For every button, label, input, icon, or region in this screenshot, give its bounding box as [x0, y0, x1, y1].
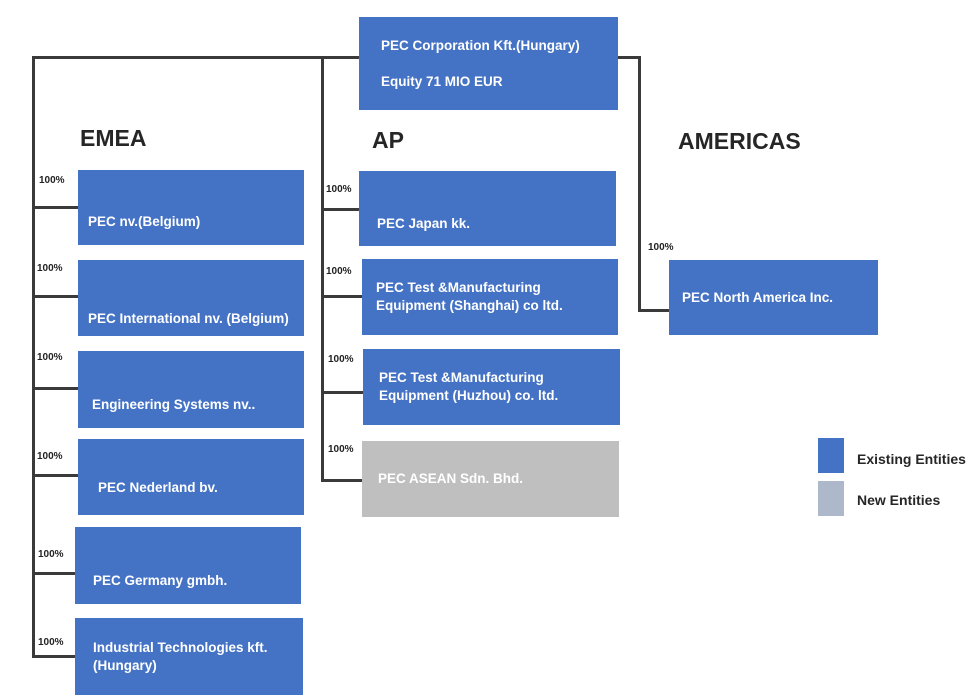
- ownership-label: 100%: [328, 444, 354, 455]
- connector-emea-branch-5: [32, 572, 75, 575]
- entity-box-industrial-technologies: Industrial Technologies kft. (Hungary): [75, 618, 303, 695]
- connector-americas-branch: [638, 309, 670, 312]
- connector-ap-branch-4: [321, 479, 362, 482]
- ownership-label: 100%: [37, 263, 63, 274]
- ownership-label: 100%: [37, 451, 63, 462]
- entity-box-pec-huzhou: PEC Test &Manufacturing Equipment (Huzho…: [363, 349, 620, 425]
- entity-box-pec-international-belgium: PEC International nv. (Belgium): [78, 260, 304, 336]
- connector-ap-branch-3: [321, 391, 363, 394]
- entity-box-pec-germany: PEC Germany gmbh.: [75, 527, 301, 604]
- legend-label-existing: Existing Entities: [857, 451, 966, 467]
- connector-top: [33, 56, 360, 59]
- entity-name: PEC Japan kk.: [377, 215, 471, 231]
- connector-americas-vertical: [638, 56, 641, 312]
- entity-name: PEC ASEAN Sdn. Bhd.: [378, 471, 524, 486]
- connector-emea-branch-3: [32, 387, 78, 390]
- entity-name: PEC North America Inc.: [682, 289, 834, 305]
- ownership-label: 100%: [648, 242, 674, 253]
- ownership-label: 100%: [326, 184, 352, 195]
- ownership-label: 100%: [38, 549, 64, 560]
- root-entity-equity: Equity 71 MIO EUR: [381, 73, 503, 89]
- entity-name: Engineering Systems nv..: [92, 396, 256, 412]
- root-entity-box: PEC Corporation Kft.(Hungary) Equity 71 …: [359, 17, 618, 110]
- entity-name: Industrial Technologies kft. (Hungary): [93, 639, 268, 673]
- entity-name: PEC Germany gmbh.: [93, 572, 228, 588]
- ownership-label: 100%: [39, 175, 65, 186]
- entity-name: PEC nv.(Belgium): [88, 213, 201, 229]
- legend-swatch-new: [818, 481, 844, 516]
- connector-emea-branch-2: [32, 295, 78, 298]
- connector-emea-branch-4: [32, 474, 78, 477]
- entity-box-pec-nederland: PEC Nederland bv.: [78, 439, 304, 515]
- connector-emea-branch-1: [32, 206, 78, 209]
- connector-emea-branch-6: [32, 655, 75, 658]
- entity-box-pec-shanghai: PEC Test &Manufacturing Equipment (Shang…: [362, 259, 618, 335]
- entity-name: PEC Test &Manufacturing Equipment (Huzho…: [379, 370, 559, 403]
- connector-ap-branch-2: [321, 295, 362, 298]
- legend-label-new: New Entities: [857, 492, 941, 508]
- entity-box-pec-north-america: PEC North America Inc.: [669, 260, 878, 335]
- entity-box-pec-belgium: PEC nv.(Belgium): [78, 170, 304, 245]
- entity-name: PEC International nv. (Belgium): [88, 311, 289, 326]
- connector-ap-branch-1: [321, 208, 359, 211]
- legend-swatch-existing: [818, 438, 844, 473]
- connector-top-right: [618, 56, 640, 59]
- entity-box-pec-asean: PEC ASEAN Sdn. Bhd.: [362, 441, 619, 517]
- ownership-label: 100%: [38, 637, 64, 648]
- root-entity-name: PEC Corporation Kft.(Hungary): [381, 37, 580, 53]
- ownership-label: 100%: [37, 352, 63, 363]
- entity-name: PEC Test &Manufacturing Equipment (Shang…: [376, 280, 563, 313]
- region-ap-heading: AP: [372, 127, 404, 153]
- entity-name: PEC Nederland bv.: [98, 480, 218, 495]
- ownership-label: 100%: [326, 266, 352, 277]
- entity-box-engineering-systems: Engineering Systems nv..: [78, 351, 304, 428]
- connector-ap-vertical: [321, 56, 324, 482]
- ownership-label: 100%: [328, 354, 354, 365]
- region-emea-heading: EMEA: [80, 125, 147, 151]
- connector-emea-vertical: [32, 56, 35, 658]
- region-americas-heading: AMERICAS: [678, 128, 801, 154]
- entity-box-pec-japan: PEC Japan kk.: [359, 171, 616, 246]
